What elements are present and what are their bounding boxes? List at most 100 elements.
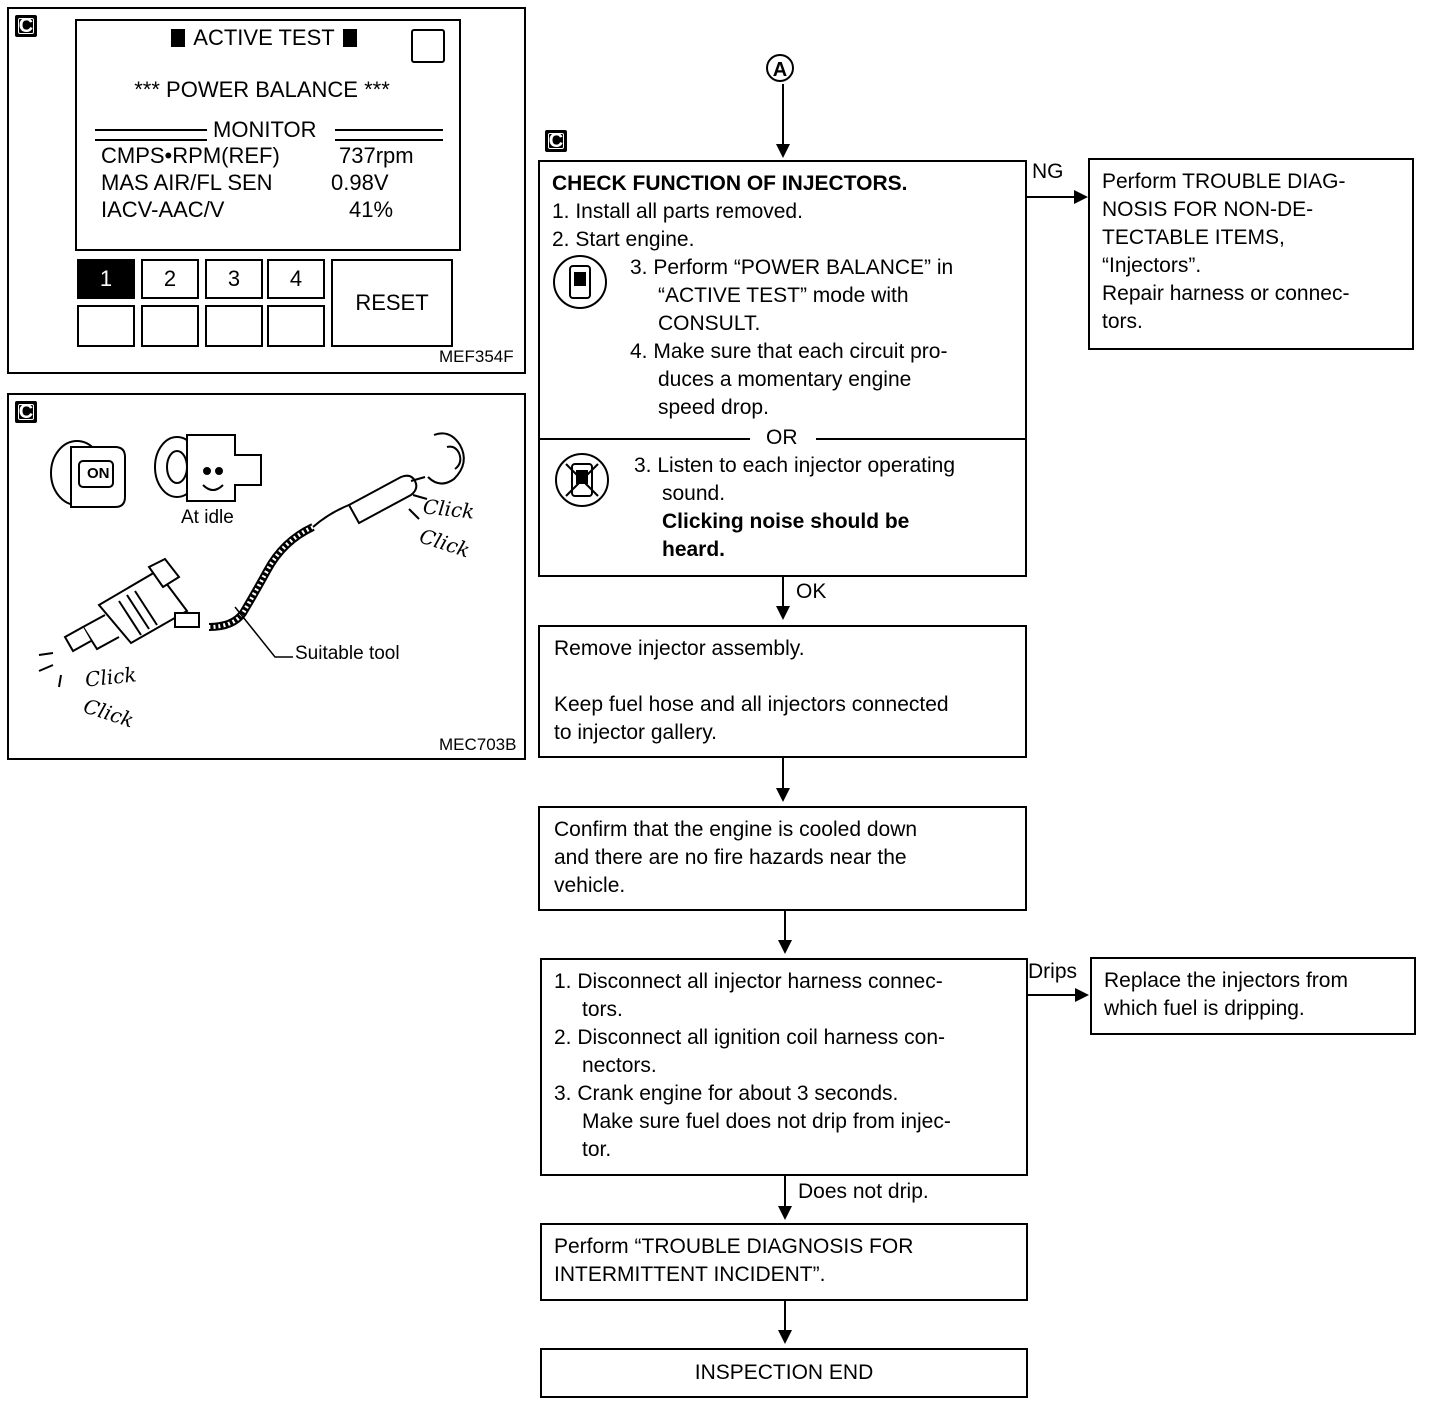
step4-line: 3. Crank engine for about 3 seconds.: [554, 1082, 899, 1105]
corner-checkbox[interactable]: [411, 29, 445, 63]
ng-line: NOSIS FOR NON-DE-: [1102, 198, 1314, 221]
consult-tool-icon: [553, 255, 607, 309]
monitor-row-value: 41%: [349, 197, 394, 222]
flow-arrow: [778, 1330, 792, 1344]
c-badge: C: [15, 401, 37, 423]
flow-arrow: [776, 788, 790, 802]
flow-line: [1028, 994, 1076, 996]
step5-line: INTERMITTENT INCIDENT”.: [554, 1263, 826, 1286]
step1-title: CHECK FUNCTION OF INJECTORS.: [552, 172, 908, 195]
figure-code: MEF354F: [439, 347, 514, 366]
flow-arrow: [1075, 988, 1089, 1002]
step1-line: 1. Install all parts removed.: [552, 200, 803, 223]
ignition-on-label: ON: [87, 465, 110, 482]
step1-line: 3. Listen to each injector operating: [634, 454, 956, 477]
monitor-label: MONITOR: [213, 117, 317, 142]
step4-line: 2. Disconnect all ignition coil harness …: [554, 1026, 946, 1049]
step1-line: speed drop.: [658, 396, 769, 419]
step2-line: Keep fuel hose and all injectors connect…: [554, 693, 949, 716]
flow-arrow: [778, 1206, 792, 1220]
ng-line: Perform TROUBLE DIAG-: [1102, 170, 1346, 193]
drips-line: which fuel is dripping.: [1104, 997, 1305, 1020]
suitable-tool-label: Suitable tool: [295, 643, 400, 664]
step3-line: vehicle.: [554, 874, 626, 897]
or-divider: [816, 438, 1025, 440]
monitor-row-label: IACV-AAC/V: [101, 197, 225, 222]
figure-code: MEC703B: [439, 735, 517, 754]
blank-button[interactable]: [267, 305, 325, 347]
active-test-title: ACTIVE TEST: [159, 25, 369, 51]
replace-injectors-box: Replace the injectors from which fuel is…: [1090, 957, 1416, 1035]
step4-line: tor.: [582, 1138, 612, 1161]
at-idle-label: At idle: [181, 507, 234, 528]
flow-arrow: [776, 144, 790, 158]
step4-line: 1. Disconnect all injector harness conne…: [554, 970, 943, 993]
engine-icon: [154, 434, 262, 502]
step3-line: Confirm that the engine is cooled down: [554, 818, 918, 841]
monitor-divider-right: [335, 129, 443, 141]
injector-click-figure: C: [7, 393, 526, 760]
power-balance-subtitle: *** POWER BALANCE ***: [134, 77, 390, 102]
step4-line: tors.: [582, 998, 623, 1021]
step1-line: “ACTIVE TEST” mode with: [658, 284, 909, 307]
injector-illustration: [38, 432, 465, 688]
step1-line: duces a momentary engine: [658, 368, 912, 391]
ng-line: Repair harness or connec-: [1102, 282, 1350, 305]
flow-line: [782, 577, 784, 607]
does-not-drip-label: Does not drip.: [798, 1180, 929, 1203]
blank-button[interactable]: [205, 305, 263, 347]
flow-line: [784, 911, 786, 941]
confirm-cooled-box: Confirm that the engine is cooled down a…: [538, 806, 1027, 911]
step1-line: 2. Start engine.: [552, 228, 695, 251]
flow-line: [782, 84, 784, 144]
step1-line: 3. Perform “POWER BALANCE” in: [630, 256, 954, 279]
inspection-end-box: INSPECTION END: [540, 1348, 1028, 1398]
flow-line: [784, 1301, 786, 1331]
step1-line: 4. Make sure that each circuit pro-: [630, 340, 948, 363]
reset-button[interactable]: RESET: [331, 259, 453, 347]
consult-display: ACTIVE TEST *** POWER BALANCE *** MONITO…: [75, 19, 461, 251]
step2-line: Remove injector assembly.: [554, 637, 805, 660]
step5-line: Perform “TROUBLE DIAGNOSIS FOR: [554, 1235, 914, 1258]
intermittent-incident-box: Perform “TROUBLE DIAGNOSIS FOR INTERMITT…: [540, 1223, 1028, 1301]
inspection-end-label: INSPECTION END: [694, 1361, 874, 1384]
flow-line: [1027, 196, 1075, 198]
ng-line: tors.: [1102, 310, 1143, 333]
cylinder-button-3[interactable]: 3: [205, 259, 263, 299]
remove-injector-box: Remove injector assembly. Keep fuel hose…: [538, 625, 1027, 758]
ignition-key-icon: [50, 440, 126, 508]
drips-line: Replace the injectors from: [1104, 969, 1348, 992]
no-tools-icon: [555, 453, 609, 507]
flow-line: [782, 758, 784, 788]
injector-icon: [63, 557, 200, 653]
monitor-row-value: 737rpm: [339, 143, 414, 168]
or-divider: [540, 438, 750, 440]
monitor-divider-left: [95, 129, 207, 141]
step4-line: nectors.: [582, 1054, 657, 1077]
step2-line: to injector gallery.: [554, 721, 718, 744]
blank-button[interactable]: [141, 305, 199, 347]
cylinder-button-4[interactable]: 4: [267, 259, 325, 299]
check-injectors-box: CHECK FUNCTION OF INJECTORS. 1. Install …: [538, 160, 1027, 577]
monitor-row-label: MAS AIR/FL SEN: [101, 170, 273, 195]
flow-arrow: [1074, 190, 1088, 204]
connector-a: A: [766, 54, 794, 82]
step1-line: Clicking noise should be: [662, 510, 910, 533]
crank-test-box: 1. Disconnect all injector harness conne…: [540, 958, 1028, 1176]
step1-line: CONSULT.: [658, 312, 761, 335]
drips-label: Drips: [1028, 960, 1078, 983]
flow-arrow: [778, 940, 792, 954]
cylinder-button-1[interactable]: 1: [77, 259, 135, 299]
ng-line: “Injectors”.: [1102, 254, 1202, 277]
ng-label: NG: [1032, 160, 1064, 183]
monitor-row-label: CMPS•RPM(REF): [101, 143, 280, 168]
c-badge: C: [545, 130, 567, 152]
blank-button[interactable]: [77, 305, 135, 347]
step1-line: heard.: [662, 538, 726, 561]
flow-line: [784, 1176, 786, 1206]
flow-arrow: [776, 606, 790, 620]
ng-line: TECTABLE ITEMS,: [1102, 226, 1285, 249]
cylinder-button-2[interactable]: 2: [141, 259, 199, 299]
or-label: OR: [766, 426, 798, 449]
consult-screen-figure: C ACTIVE TEST *** POWER BALANCE *** MONI…: [7, 7, 526, 374]
